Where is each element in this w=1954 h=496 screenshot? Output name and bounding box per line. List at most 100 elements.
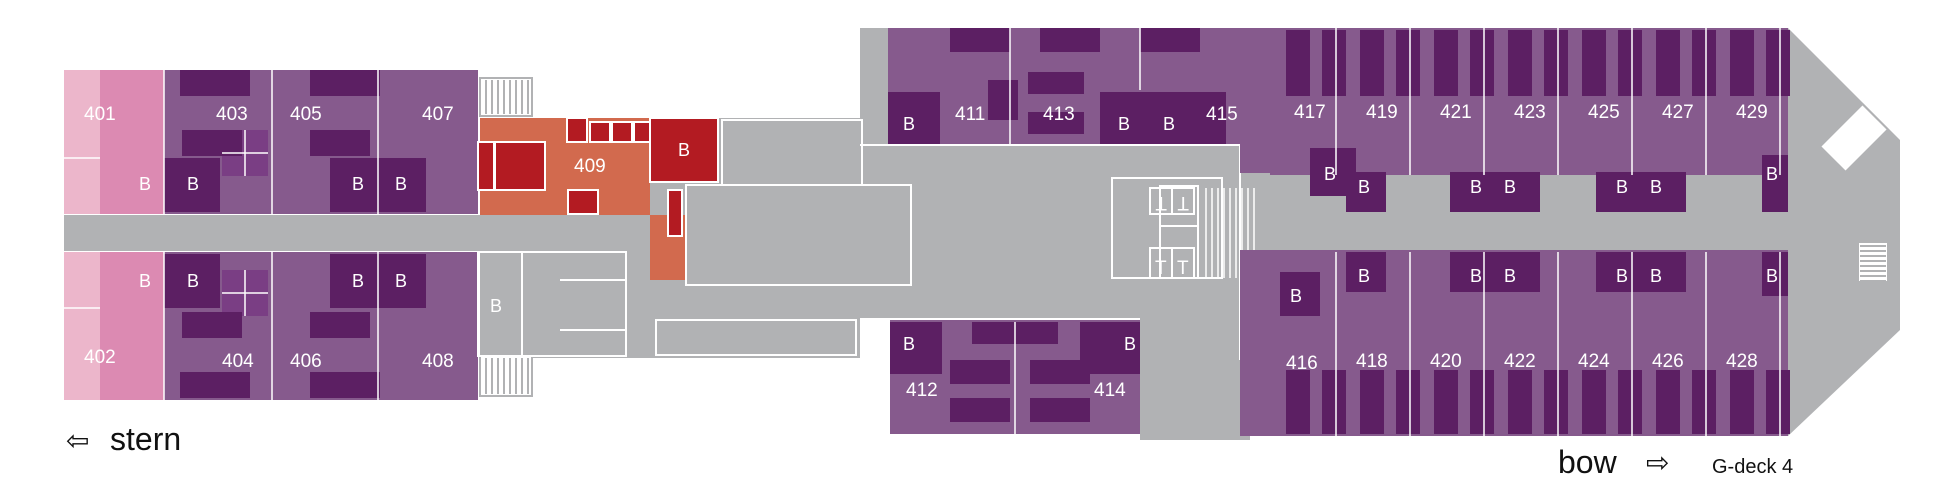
stern-label: stern [110,421,181,457]
bathroom-label: B [903,334,915,354]
deck-name: G-deck 4 [1712,456,1793,478]
bathroom-label: B [1470,177,1482,197]
bed [1766,370,1790,434]
bed [1470,30,1494,96]
bed [1434,30,1458,96]
cabin-413-label: 413 [1043,104,1075,125]
bathroom-label: B [490,296,502,316]
cabin-404-label: 404 [222,351,254,372]
cabin-409-label: 409 [574,156,606,177]
stair-block: T T T T [1149,185,1255,279]
cabin-411-label: 411 [955,104,985,125]
bathroom-label: B [903,114,915,134]
cabin-labels: 401 402 403 404 405 406 407 408 409 411 … [84,102,1768,401]
bathroom-label: B [1118,114,1130,134]
bow-arrow-icon: ⇨ [1646,447,1669,478]
bathroom-label: B [1616,177,1628,197]
bed [1508,370,1532,434]
stern-cabins [64,70,533,400]
toilet-symbol: T [1177,192,1189,213]
bathroom-label: B [1124,334,1136,354]
cabin-429-label: 429 [1736,102,1768,123]
cabin-420-label: 420 [1430,351,1462,372]
bed [1434,370,1458,434]
bathroom-label: B [1290,286,1302,306]
cabin-401-label: 401 [84,104,116,125]
cabin-422-label: 422 [1504,351,1536,372]
bed [1692,30,1716,96]
cabin-423-label: 423 [1514,102,1546,123]
bathroom-label: B [1504,177,1516,197]
bed [1692,370,1716,434]
bathroom-label: B [352,174,364,194]
bathroom-label: B [1358,177,1370,197]
bathroom-label: B [1324,164,1336,184]
bathroom-label: B [1766,164,1778,184]
bathroom-label: B [395,174,407,194]
bed [1656,30,1680,96]
bed [1396,30,1420,96]
bed [1544,30,1568,96]
cabin-402-label: 402 [84,347,116,368]
bathroom-label: B [1766,266,1778,286]
cabin-406-label: 406 [290,351,322,372]
bed [1656,370,1680,434]
bed [1360,30,1384,96]
cabin-403-label: 403 [216,104,248,125]
bed [1360,370,1384,434]
cabin-427-label: 427 [1662,102,1694,123]
cabin-415-label: 415 [1206,104,1238,125]
bed [1618,370,1642,434]
direction-legend: ⇦ stern bow ⇨ G-deck 4 [66,421,1793,480]
stern-arrow-icon: ⇦ [66,425,89,456]
cabin-424-label: 424 [1578,351,1610,372]
bed [1508,30,1532,96]
cabin-405-label: 405 [290,104,322,125]
bed [1766,30,1790,96]
bathroom-label: B [1163,114,1175,134]
bow-cabins [1240,28,1890,436]
cabin-408-label: 408 [422,351,454,372]
bathroom-label: B [1504,266,1516,286]
cabin-418-label: 418 [1356,351,1388,372]
bed [1322,30,1346,96]
bathroom-label: B [1616,266,1628,286]
bed [1582,370,1606,434]
bed [1322,370,1346,434]
cabin-426-label: 426 [1652,351,1684,372]
bed [1286,30,1310,96]
bathroom-label: B [187,174,199,194]
toilet-symbol: T [1177,258,1189,279]
bathroom-labels: B B B B B B B B B B B B B B B B B B B B … [139,114,1778,354]
cabin-412-label: 412 [906,380,938,401]
bed [1544,370,1568,434]
bathroom-label: B [1470,266,1482,286]
bed [1396,370,1420,434]
grey-rooms [477,251,627,357]
bed [1470,370,1494,434]
bathroom-label: B [139,271,151,291]
bed [1730,370,1754,434]
bathroom-label: B [678,140,690,160]
bathroom-label: B [395,271,407,291]
cabin-417-label: 417 [1294,102,1326,123]
bathroom-label: B [187,271,199,291]
cabin-421-label: 421 [1440,102,1472,123]
bed [1730,30,1754,96]
bathroom-label: B [1650,177,1662,197]
bathroom-label: B [1650,266,1662,286]
mid-cabins [888,28,1240,434]
bathroom-label: B [1358,266,1370,286]
bow-label: bow [1558,444,1618,480]
bathroom-label: B [352,271,364,291]
cabin-409 [477,117,719,280]
bed [1618,30,1642,96]
cabin-416-label: 416 [1286,353,1318,374]
cabin-425-label: 425 [1588,102,1620,123]
bathroom-label: B [139,174,151,194]
cabin-428-label: 428 [1726,351,1758,372]
cabin-419-label: 419 [1366,102,1398,123]
cabin-414-label: 414 [1094,380,1126,401]
bed [1286,370,1310,434]
